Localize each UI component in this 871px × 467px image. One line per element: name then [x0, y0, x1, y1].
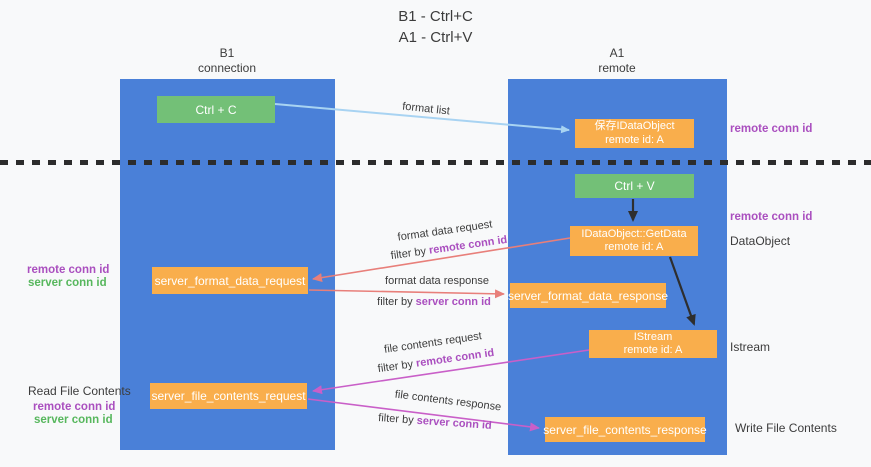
node-save-idataobject: 保存IDataObject remote id: A [575, 119, 694, 148]
annotation-left-bottom-server-conn-id: server conn id [34, 414, 113, 426]
dashed-separator-line [0, 160, 871, 165]
annotation-dataobject: DataObject [730, 234, 791, 248]
node-istream-line2: remote id: A [623, 344, 683, 356]
node-ctrl-v: Ctrl + V [575, 174, 694, 198]
node-idataobject-getdata-line2: remote id: A [604, 241, 664, 253]
node-server-file-contents-response: server_file_contents_response [543, 417, 707, 442]
annotation-left-remote-conn-id: remote conn id [27, 264, 110, 276]
lane-right-subtitle: remote [598, 61, 636, 75]
lane-left-title: B1 [219, 46, 235, 60]
label-filter-server-1: filter by server conn id [377, 296, 491, 308]
node-idataobject-getdata-line1: IDataObject::GetData [581, 227, 687, 240]
page-title-line-1: B1 - Ctrl+C [398, 8, 473, 25]
lane-left-header: B1 connection [198, 46, 256, 76]
node-istream: IStream remote id: A [589, 330, 717, 358]
annotation-left-server-conn-id: server conn id [28, 277, 107, 289]
arrow-format-data-response [308, 289, 505, 299]
node-istream-line1: IStream [633, 330, 673, 343]
annotation-write-file-contents: Write File Contents [735, 421, 837, 435]
label-format-list: format list [401, 100, 451, 118]
node-save-idataobject-line1: 保存IDataObject [594, 120, 675, 132]
annotation-right-top-remote-conn-id: remote conn id [730, 123, 813, 135]
annotation-istream: Istream [730, 340, 771, 354]
label-file-contents-response: file contents response [394, 388, 502, 414]
filter-server-conn-id: server conn id [415, 296, 491, 308]
label-format-data-response: format data response [385, 275, 489, 287]
lane-right-header: A1 remote [598, 46, 635, 76]
node-idataobject-getdata: IDataObject::GetData remote id: A [570, 226, 698, 256]
annotation-left-bottom-remote-conn-id: remote conn id [33, 401, 116, 413]
lane-right-title: A1 [609, 46, 625, 60]
annotation-right-mid-remote-conn-id: remote conn id [730, 211, 813, 223]
node-server-format-data-response: server_format_data_response [508, 283, 668, 308]
filter-by-text: filter by [377, 296, 413, 308]
filter-remote-conn-id: remote conn id [415, 346, 495, 370]
page-title: B1 - Ctrl+C A1 - Ctrl+V [0, 6, 871, 48]
annotation-read-file-contents: Read File Contents [28, 384, 131, 398]
filter-by-text: filter by [390, 245, 427, 263]
filter-server-conn-id: server conn id [416, 414, 493, 432]
lane-left-subtitle: connection [197, 61, 257, 75]
label-filter-server-2: filter by server conn id [378, 412, 492, 432]
node-server-file-contents-request: server_file_contents_request [150, 383, 307, 409]
node-server-format-data-request: server_format_data_request [152, 267, 308, 294]
node-ctrl-c: Ctrl + C [157, 96, 275, 123]
filter-by-text: filter by [377, 358, 414, 376]
page-title-line-2: A1 - Ctrl+V [398, 29, 473, 46]
filter-by-text: filter by [377, 412, 415, 427]
node-save-idataobject-line2: remote id: A [605, 133, 664, 146]
